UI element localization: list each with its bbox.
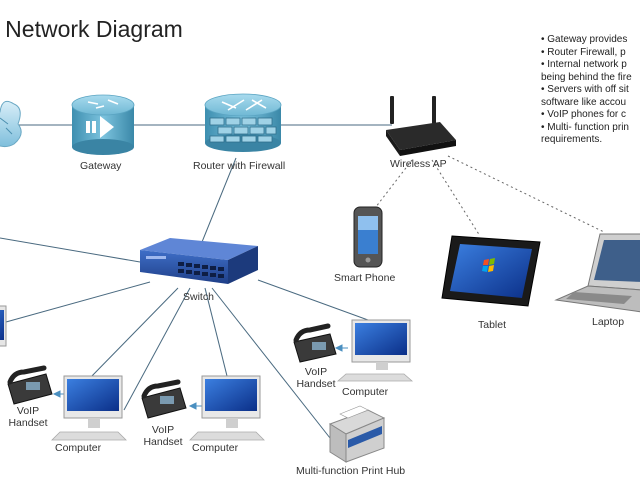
windows-logo-icon xyxy=(482,258,495,272)
router-label: Router with Firewall xyxy=(193,160,286,172)
switch-label: Switch xyxy=(183,291,214,303)
wireless-ap-icon xyxy=(386,96,456,156)
wifi-ap-tablet xyxy=(431,159,481,237)
computer-left-partial-icon xyxy=(0,305,7,347)
laptop-label: Laptop xyxy=(592,316,625,328)
voip-label-2: VoIP Handset xyxy=(143,424,183,448)
link-switch-voip-1 xyxy=(87,287,179,381)
voip-text: VoIP xyxy=(151,424,175,436)
computer-2-icon xyxy=(189,375,265,441)
smart-phone-label: Smart Phone xyxy=(334,272,396,284)
link-switch-print xyxy=(211,287,331,439)
gateway-icon xyxy=(71,94,135,155)
note-line: requirements. xyxy=(541,134,603,145)
handset-text: Handset xyxy=(296,378,336,390)
voip-label-3: VoIP Handset xyxy=(296,366,336,390)
link-switch-computer-3 xyxy=(257,279,369,321)
handset-text: Handset xyxy=(143,436,183,448)
tablet-label: Tablet xyxy=(478,319,507,331)
note-line: software like accou xyxy=(541,96,627,108)
computer-label-1: Computer xyxy=(55,442,102,454)
link-switch-left xyxy=(0,237,141,263)
link-switch-computer-2 xyxy=(204,287,229,381)
wireless-links xyxy=(371,155,605,237)
diagram-title: e Network Diagram xyxy=(0,16,183,42)
notes-list: • Gateway provides • Router Firewall, p … xyxy=(541,34,640,147)
switch-icon xyxy=(140,238,258,284)
wired-links xyxy=(0,124,392,439)
wireless-ap-label: Wireless AP xyxy=(390,158,447,170)
voip-label-1: VoIP Handset xyxy=(8,405,48,429)
tablet-icon xyxy=(441,235,541,307)
note-line: • Multi- function prin xyxy=(541,121,629,133)
computer-3-icon xyxy=(336,319,414,382)
computer-label-2: Computer xyxy=(192,442,239,454)
voip-handset-2-icon xyxy=(141,379,187,419)
link-router-switch xyxy=(201,157,237,243)
smart-phone-icon xyxy=(353,206,383,268)
note-line: • Servers with off sit xyxy=(541,84,629,95)
link-switch-voip-2 xyxy=(123,287,191,411)
gateway-label: Gateway xyxy=(80,160,122,172)
note-line: being behind the fire xyxy=(541,71,632,83)
note-line: • Internal network p xyxy=(541,59,627,70)
wifi-ap-phone xyxy=(371,159,413,213)
voip-handset-1-icon xyxy=(7,365,53,405)
router-firewall-icon xyxy=(204,93,282,152)
note-line: • Gateway provides xyxy=(541,34,628,45)
print-hub-label: Multi-function Print Hub xyxy=(296,465,406,477)
computer-1-icon xyxy=(51,375,127,441)
print-hub-icon xyxy=(328,405,386,463)
computer-label-3: Computer xyxy=(342,386,389,398)
handset-arrows xyxy=(52,344,348,410)
voip-text: VoIP xyxy=(16,405,40,417)
wifi-ap-laptop xyxy=(447,155,605,233)
handset-text: Handset xyxy=(8,417,48,429)
laptop-icon xyxy=(554,233,640,313)
voip-text: VoIP xyxy=(304,366,328,378)
note-line: • VoIP phones for c xyxy=(541,109,627,120)
link-switch-computer-left xyxy=(5,281,151,323)
note-line: • Router Firewall, p xyxy=(541,46,626,58)
voip-handset-3-icon xyxy=(293,323,337,363)
internet-cloud-icon xyxy=(0,100,22,148)
